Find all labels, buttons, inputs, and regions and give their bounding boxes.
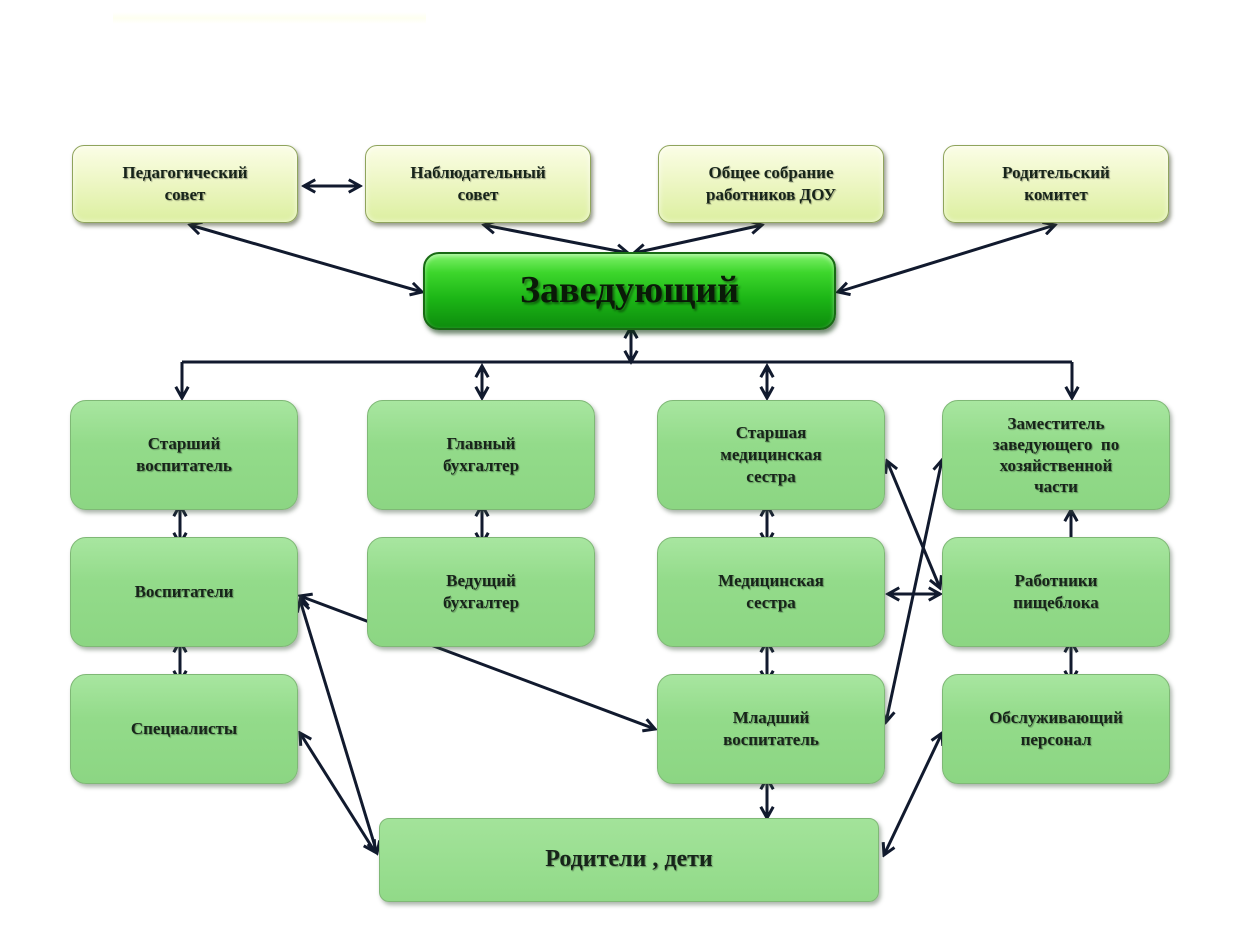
link-obsl-rod [884, 733, 942, 855]
node-parents-committee: Родительский комитет [943, 145, 1169, 223]
node-label: хозяйственной [999, 456, 1113, 475]
node-label: Наблюдательный [410, 162, 546, 182]
node-kitchen-workers: Работники пищеблока [942, 537, 1170, 647]
link-pedsovet-zav [190, 225, 422, 292]
link-zam-hoz-ml-vosp [886, 460, 942, 722]
node-label: Заведующий [519, 269, 740, 312]
node-nurse: Медицинская сестра [657, 537, 885, 647]
node-label: Специалисты [130, 718, 238, 738]
node-head: Заведующий [423, 252, 836, 330]
node-label: Старший [147, 433, 221, 453]
node-label: сестра [746, 467, 796, 487]
node-label: заведующего по [992, 434, 1120, 454]
node-label: совет [457, 185, 499, 204]
node-label: Обслуживающий [989, 707, 1123, 727]
node-service-staff: Обслуживающий персонал [942, 674, 1170, 784]
node-supervisory-council: Наблюдательный совет [365, 145, 591, 223]
node-label: воспитатель [136, 456, 232, 475]
node-label: бухгалтер [442, 456, 520, 475]
node-label: медицинская [720, 444, 822, 464]
node-label: Родительский [1002, 162, 1110, 182]
node-label: Работники [1014, 570, 1098, 590]
link-obshee-zav [634, 225, 762, 253]
node-label: воспитатель [723, 730, 819, 749]
node-label: бухгалтер [442, 593, 520, 612]
node-label: сестра [746, 593, 796, 612]
node-label: работников ДОУ [706, 185, 836, 204]
node-parents-children: Родители , дети [379, 818, 879, 902]
node-label: Младший [732, 707, 810, 727]
node-label: Педагогический [122, 162, 248, 182]
node-label: Заместитель [1007, 413, 1105, 433]
node-general-meeting: Общее собрание работников ДОУ [658, 145, 884, 223]
node-lead-accountant: Ведущий бухгалтер [367, 537, 595, 647]
node-label: части [1034, 477, 1078, 497]
link-rodkom-zav [838, 225, 1055, 292]
link-spec-rod [300, 733, 375, 852]
node-label: Ведущий [446, 570, 516, 590]
node-label: пищеблока [1013, 593, 1099, 612]
node-chief-accountant: Главный бухгалтер [367, 400, 595, 510]
node-label: Медицинская [718, 570, 824, 590]
node-label: Родители , дети [545, 846, 713, 873]
node-junior-educator: Младший воспитатель [657, 674, 885, 784]
link-nabsovet-zav [484, 225, 628, 253]
decorative-band [113, 12, 426, 24]
node-pedagogical-council: Педагогический совет [72, 145, 298, 223]
link-vosp-rod [300, 600, 377, 853]
node-label: комитет [1024, 185, 1088, 204]
node-label: Воспитатели [134, 581, 234, 601]
node-label: Главный [446, 433, 516, 453]
node-senior-educator: Старший воспитатель [70, 400, 298, 510]
node-label: совет [164, 185, 206, 204]
node-specialists: Специалисты [70, 674, 298, 784]
node-educators: Воспитатели [70, 537, 298, 647]
node-label: персонал [1020, 730, 1092, 749]
node-label: Общее собрание [708, 162, 834, 182]
node-label: Старшая [735, 422, 807, 442]
link-st-med-pisheblok [887, 461, 940, 588]
